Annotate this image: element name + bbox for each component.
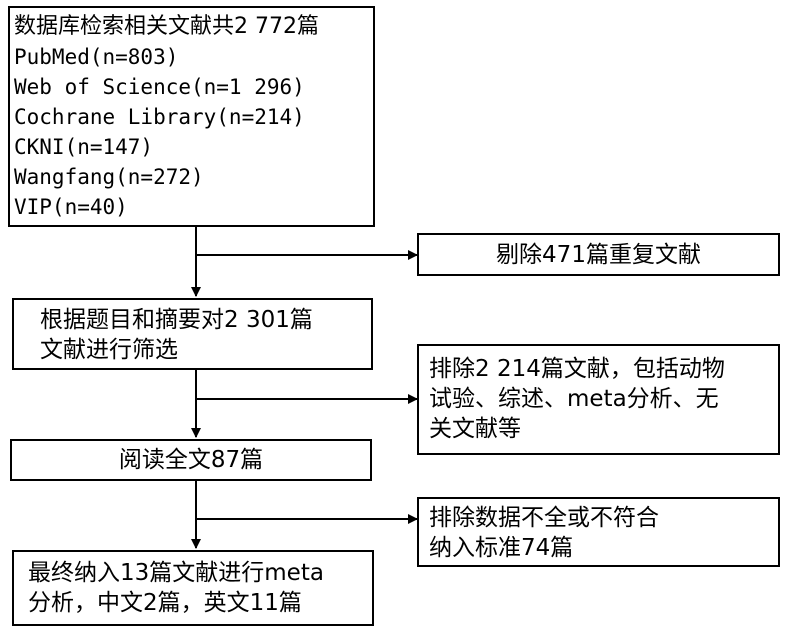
search-results-box: 数据库检索相关文献共2 772篇 PubMed(n=803) Web of Sc… bbox=[8, 6, 375, 227]
search-wos: Web of Science(n=1 296) bbox=[14, 75, 305, 99]
duplicates-box: 剔除471篇重复文献 bbox=[417, 233, 780, 276]
search-cnki: CKNI(n=147) bbox=[14, 135, 154, 159]
exclusion-1-box: 排除2 214篇文献，包括动物 试验、综述、meta分析、无 关文献等 bbox=[417, 344, 780, 455]
screening-box: 根据题目和摘要对2 301篇 文献进行筛选 bbox=[12, 298, 373, 370]
screening-line-1: 根据题目和摘要对2 301篇 bbox=[40, 307, 313, 333]
exclusion-2-box: 排除数据不全或不符合 纳入标准74篇 bbox=[417, 497, 780, 567]
search-title: 数据库检索相关文献共2 772篇 bbox=[14, 14, 319, 39]
exclusion-2-line-2: 纳入标准74篇 bbox=[429, 535, 574, 561]
final-line-1: 最终纳入13篇文献进行meta bbox=[28, 560, 324, 586]
screening-line-2: 文献进行筛选 bbox=[40, 337, 178, 363]
search-wanfang: Wangfang(n=272) bbox=[14, 165, 204, 189]
final-line-2: 分析，中文2篇，英文11篇 bbox=[28, 590, 302, 616]
search-cochrane: Cochrane Library(n=214) bbox=[14, 105, 305, 129]
exclusion-1-line-3: 关文献等 bbox=[429, 416, 521, 442]
exclusion-1-line-2: 试验、综述、meta分析、无 bbox=[429, 386, 719, 412]
final-inclusion-box: 最终纳入13篇文献进行meta 分析，中文2篇，英文11篇 bbox=[12, 550, 374, 626]
fulltext-text: 阅读全文87篇 bbox=[118, 447, 264, 473]
exclusion-2-line-1: 排除数据不全或不符合 bbox=[429, 505, 659, 531]
search-pubmed: PubMed(n=803) bbox=[14, 45, 179, 69]
duplicates-text: 剔除471篇重复文献 bbox=[496, 241, 701, 268]
exclusion-1-line-1: 排除2 214篇文献，包括动物 bbox=[429, 356, 725, 382]
fulltext-box: 阅读全文87篇 bbox=[10, 439, 372, 481]
search-vip: VIP(n=40) bbox=[14, 195, 128, 219]
